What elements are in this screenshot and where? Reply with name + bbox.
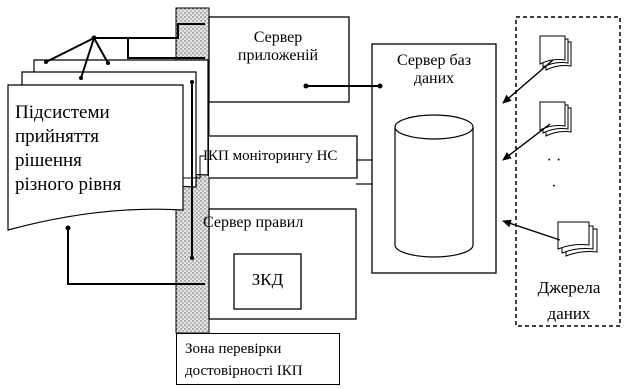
verification-zone-label-box: Зона перевірки достовірності ІКП — [176, 333, 340, 385]
subsystems-label-line-4: різного рівня — [15, 174, 122, 195]
data-sources-label-line-1: Джерела — [537, 278, 601, 297]
monitoring-box — [209, 135, 358, 179]
zkd-box — [233, 253, 302, 310]
data-sources-label: Джерела даних — [524, 275, 614, 327]
subsystems-label: Підсистеми прийняття рішення різного рів… — [15, 101, 121, 197]
subsystems-to-monitoring-line — [183, 155, 205, 179]
db-server-label: Сервер баз даних — [372, 52, 496, 89]
db-server-label-line-2: даних — [413, 70, 455, 88]
source-arrow-2 — [502, 123, 551, 161]
sources-ellipsis: · · · — [546, 152, 562, 195]
app-server-box — [208, 16, 350, 103]
document-stack-icon — [539, 101, 572, 137]
subsystems-document-stack — [7, 59, 209, 231]
subsystems-label-line-1: Підсистеми — [15, 102, 110, 123]
verification-zone-label-line-2: достовірності ІКП — [185, 363, 303, 379]
source-arrow-1 — [502, 59, 554, 104]
app-server-label-line-1: Сервер — [253, 29, 303, 46]
subsystems-label-line-3: рішення — [15, 150, 82, 171]
app-server-label: Сервер приложеній — [223, 29, 333, 66]
verification-zone-label-line-1: Зона перевірки — [185, 341, 282, 357]
database-cylinder-icon — [394, 114, 474, 258]
subsystems-label-line-2: прийняття — [15, 126, 100, 147]
rules-server-label: Сервер правил — [203, 214, 304, 231]
data-sources-frame — [515, 16, 621, 327]
source-arrow-3 — [502, 219, 561, 241]
db-server-label-line-1: Сервер баз — [396, 52, 472, 69]
data-sources-label-line-2: даних — [547, 304, 591, 323]
document-stack-icon — [539, 35, 572, 71]
zkd-label: ЗКД — [251, 270, 284, 289]
subsystems-top-connector — [45, 23, 205, 79]
app-server-label-line-2: приложеній — [237, 47, 319, 65]
subsystems-bottom-connector — [67, 228, 205, 285]
monitoring-label: ІКП моніторингу НС — [203, 148, 338, 164]
verification-zone-label: Зона перевірки достовірності ІКП — [185, 338, 303, 382]
document-stack-icon — [557, 221, 598, 257]
